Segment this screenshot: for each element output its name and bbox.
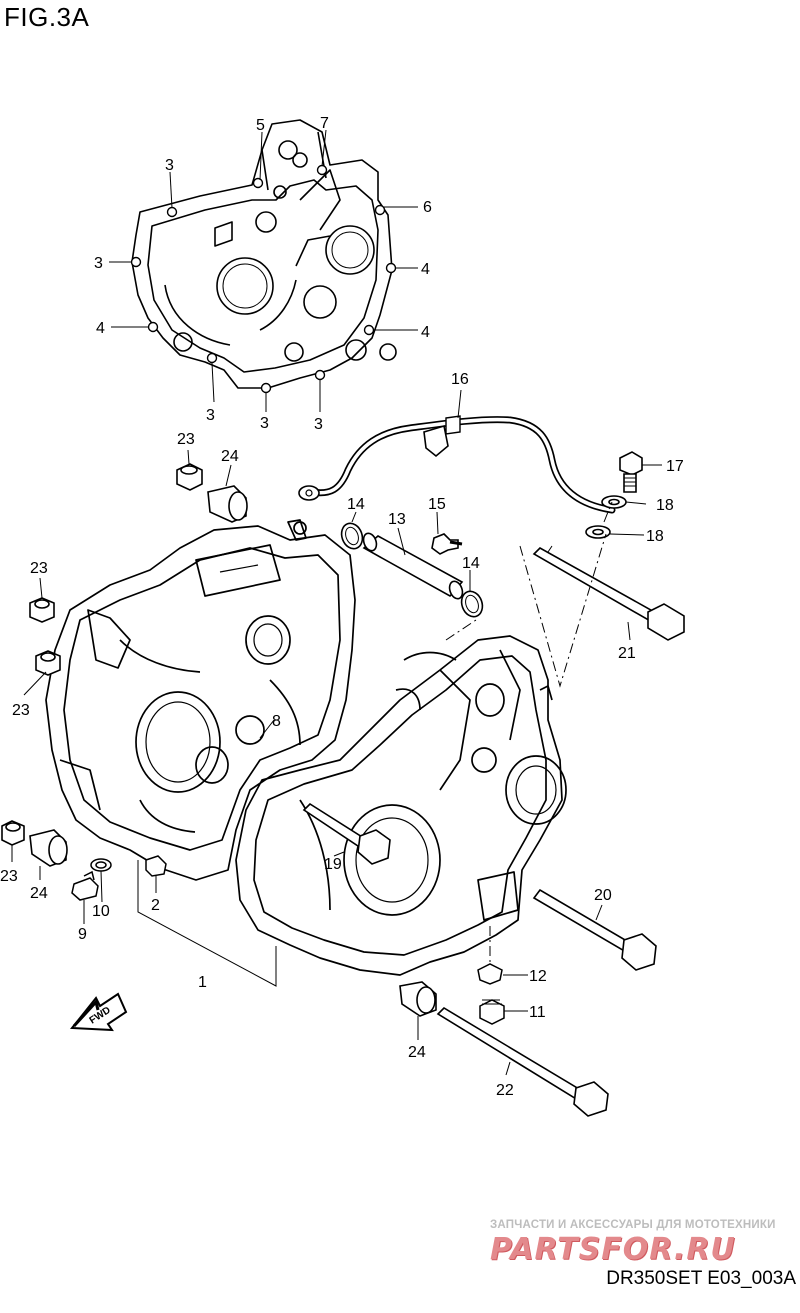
forward-direction-arrow: FWD bbox=[69, 992, 128, 1032]
callout-16: 16 bbox=[451, 371, 469, 388]
oil-plug-and-washer bbox=[477, 963, 505, 1025]
callout-3: 3 bbox=[260, 415, 269, 432]
callout-17: 17 bbox=[666, 458, 684, 475]
union-bolt-and-gaskets bbox=[585, 451, 643, 539]
callout-14: 14 bbox=[347, 496, 365, 513]
callout-3: 3 bbox=[165, 157, 174, 174]
drawing-code: DR350SET E03_003A bbox=[606, 1268, 796, 1289]
callout-10: 10 bbox=[92, 903, 110, 920]
crankcase-right-half bbox=[235, 635, 567, 976]
callout-1: 1 bbox=[198, 974, 207, 991]
crankcase-left-half bbox=[45, 519, 356, 881]
part-callouts: 1 2 3 3 3 3 3 4 4 4 5 6 7 8 9 10 11 12 1… bbox=[0, 115, 684, 1099]
callout-4: 4 bbox=[96, 320, 105, 337]
nut-parts bbox=[1, 463, 203, 846]
callout-18: 18 bbox=[656, 497, 674, 514]
callout-2: 2 bbox=[151, 897, 160, 914]
callout-23: 23 bbox=[12, 702, 30, 719]
alignment-lines bbox=[445, 501, 613, 962]
oring-and-oil-pipe bbox=[340, 522, 484, 618]
callout-4: 4 bbox=[421, 261, 430, 278]
callout-5: 5 bbox=[256, 117, 265, 134]
watermark-logo: PARTSFOR.RU bbox=[490, 1232, 736, 1267]
callout-24: 24 bbox=[30, 885, 48, 902]
callout-23: 23 bbox=[30, 560, 48, 577]
callout-12: 12 bbox=[529, 968, 547, 985]
callout-4: 4 bbox=[421, 324, 430, 341]
crankcase-gasket bbox=[131, 119, 397, 389]
oil-hose bbox=[298, 415, 616, 514]
drain-plug-and-washer bbox=[71, 855, 167, 901]
watermark-tagline: ЗАПЧАСТИ И АКСЕССУАРЫ ДЛЯ МОТОТЕХНИКИ bbox=[490, 1219, 776, 1231]
callout-15: 15 bbox=[428, 496, 446, 513]
callout-11: 11 bbox=[529, 1004, 546, 1021]
crankcase-bolts bbox=[302, 545, 685, 1117]
callout-20: 20 bbox=[594, 887, 612, 904]
leader-lines bbox=[11, 129, 662, 1076]
callout-14: 14 bbox=[462, 555, 480, 572]
callout-23: 23 bbox=[0, 868, 18, 885]
callout-3: 3 bbox=[94, 255, 103, 272]
callout-18: 18 bbox=[646, 528, 664, 545]
callout-13: 13 bbox=[388, 511, 406, 528]
gasket-dowel-holes bbox=[130, 164, 397, 394]
callout-24: 24 bbox=[221, 448, 239, 465]
callout-19: 19 bbox=[324, 856, 342, 873]
bushing-parts bbox=[29, 485, 437, 1017]
callout-21: 21 bbox=[618, 645, 636, 662]
callout-9: 9 bbox=[78, 926, 87, 943]
callout-8: 8 bbox=[272, 713, 281, 730]
callout-24: 24 bbox=[408, 1044, 426, 1061]
callout-3: 3 bbox=[314, 416, 323, 433]
callout-22: 22 bbox=[496, 1082, 514, 1099]
callout-6: 6 bbox=[423, 199, 432, 216]
callout-23: 23 bbox=[177, 431, 195, 448]
figure-title: FIG.3A bbox=[4, 2, 90, 32]
callout-7: 7 bbox=[320, 115, 329, 132]
callout-3: 3 bbox=[206, 407, 215, 424]
